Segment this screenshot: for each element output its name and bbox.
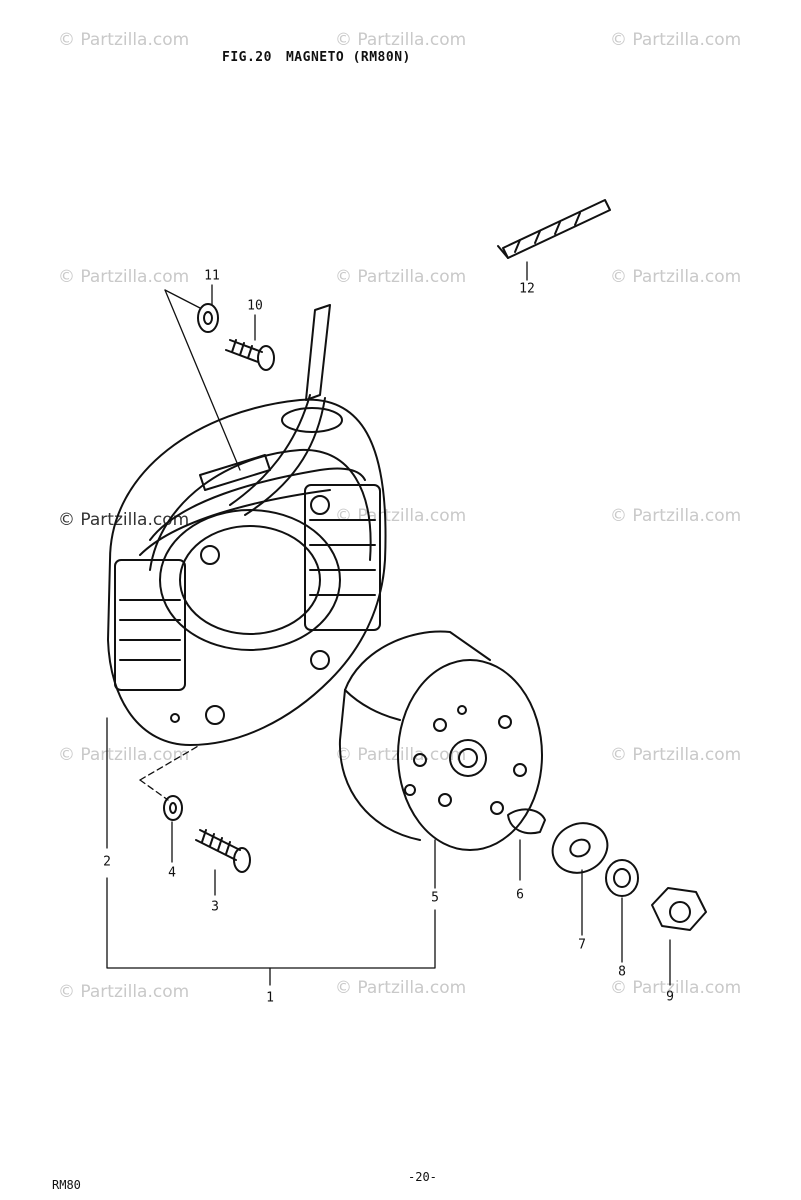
watermark: © Partzilla.com xyxy=(610,506,742,526)
callout-9: 9 xyxy=(666,989,674,1005)
watermark: © Partzilla.com xyxy=(335,978,467,998)
watermark: © Partzilla.com xyxy=(610,30,742,50)
washer xyxy=(197,303,219,333)
figure-caption: MAGNETO (RM80N) xyxy=(285,50,411,65)
figure-number: FIG.20 xyxy=(222,50,272,65)
callout-3: 3 xyxy=(211,899,219,915)
figure-title: FIG.20 MAGNETO (RM80N) xyxy=(222,50,411,65)
callout-8: 8 xyxy=(618,964,626,980)
callout-7: 7 xyxy=(578,937,586,953)
watermark: © Partzilla.com xyxy=(58,982,190,1002)
callout-6: 6 xyxy=(516,887,524,903)
rotor-nut xyxy=(651,887,707,931)
page-number: -20- xyxy=(408,1170,437,1184)
callout-2: 2 xyxy=(103,854,111,870)
stator-screw xyxy=(195,829,251,873)
washer xyxy=(163,795,183,821)
watermark: © Partzilla.com xyxy=(335,745,467,765)
washer xyxy=(551,822,609,874)
magneto-rotor xyxy=(338,630,543,851)
watermark: © Partzilla.com xyxy=(610,267,742,287)
watermark: © Partzilla.com xyxy=(335,267,467,287)
watermark: © Partzilla.com xyxy=(58,267,190,287)
watermark: © Partzilla.com xyxy=(335,30,467,50)
callout-11: 11 xyxy=(204,268,220,284)
callout-10: 10 xyxy=(247,298,263,314)
watermark: © Partzilla.com xyxy=(58,745,190,765)
model-label: RM80 xyxy=(52,1178,81,1192)
watermark: © Partzilla.com xyxy=(58,30,190,50)
woodruff-key xyxy=(507,808,546,835)
callout-4: 4 xyxy=(168,865,176,881)
callout-5: 5 xyxy=(431,890,439,906)
lead-wire xyxy=(229,304,343,516)
watermark: © Partzilla.com xyxy=(610,978,742,998)
lock-washer xyxy=(605,859,639,897)
clamp xyxy=(497,199,611,259)
screw xyxy=(225,339,275,371)
callout-12: 12 xyxy=(519,281,535,297)
callout-1: 1 xyxy=(266,990,274,1006)
leader-lines xyxy=(106,261,671,986)
watermark: © Partzilla.com xyxy=(58,510,190,530)
watermark: © Partzilla.com xyxy=(610,745,742,765)
